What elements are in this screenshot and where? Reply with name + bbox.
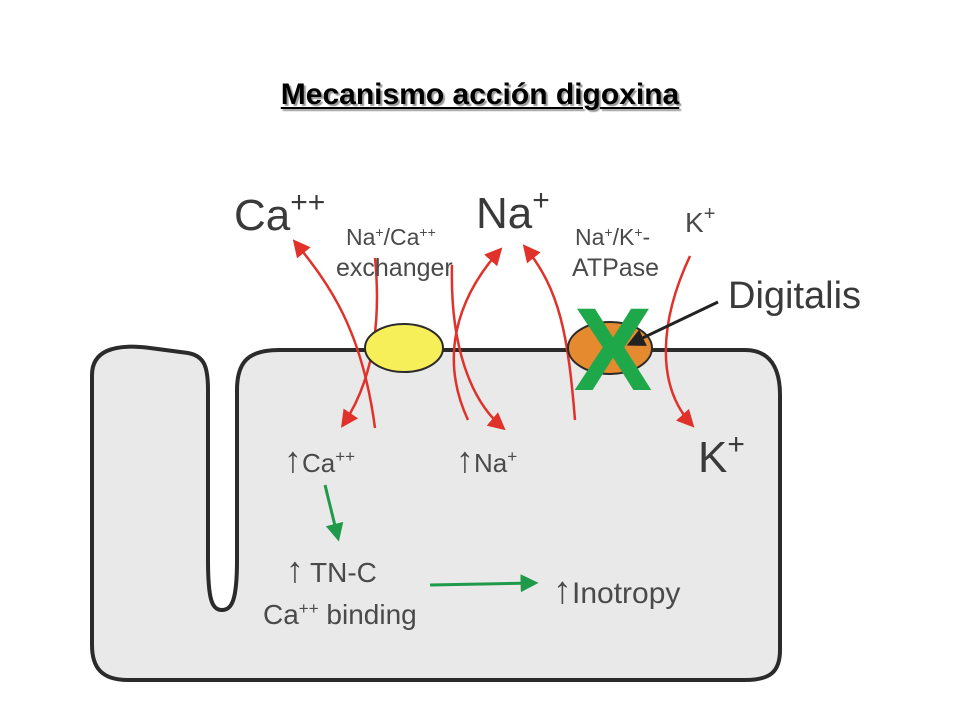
- inotropy-label: ↑Inotropy: [553, 570, 680, 612]
- cell-membrane: [90, 344, 782, 682]
- exchanger-label-line2: exchanger: [336, 254, 453, 282]
- na-ca-exchanger: [364, 323, 444, 373]
- digitalis-label: Digitalis: [728, 275, 861, 317]
- na-exchanger-in-arrow: [450, 264, 506, 431]
- ca-intracellular-label: ↑Ca++: [284, 439, 355, 480]
- na-extracellular-label: Na+: [476, 184, 550, 238]
- atpase-label-line2: ATPase: [572, 254, 659, 282]
- na-pump-out-arrow: [522, 244, 577, 421]
- page-title: Mecanismo acción digoxina: [280, 78, 680, 111]
- na-intracellular-label: ↑Na+: [456, 439, 517, 480]
- ca-to-tnc-arrow: [323, 484, 344, 542]
- tnc-to-inotropy-arrow: [429, 574, 539, 593]
- k-pump-in-arrow: [664, 255, 695, 428]
- inhibition-x-mark: X: [574, 284, 653, 416]
- k-intracellular-label: K+: [698, 428, 745, 482]
- exchanger-label-line1: Na+/Ca++: [346, 224, 436, 250]
- k-extracellular-label: K+: [685, 203, 715, 238]
- ca-efflux-arrow: [292, 239, 377, 429]
- tnc-label-line1: ↑TN-C: [286, 549, 377, 590]
- atpase-label-line1: Na+/K+-: [575, 224, 650, 250]
- digitalis-pointer-arrow: [626, 300, 719, 346]
- ca-extracellular-label: Ca++: [234, 186, 325, 240]
- tnc-label-line2: Ca++ binding: [263, 599, 417, 630]
